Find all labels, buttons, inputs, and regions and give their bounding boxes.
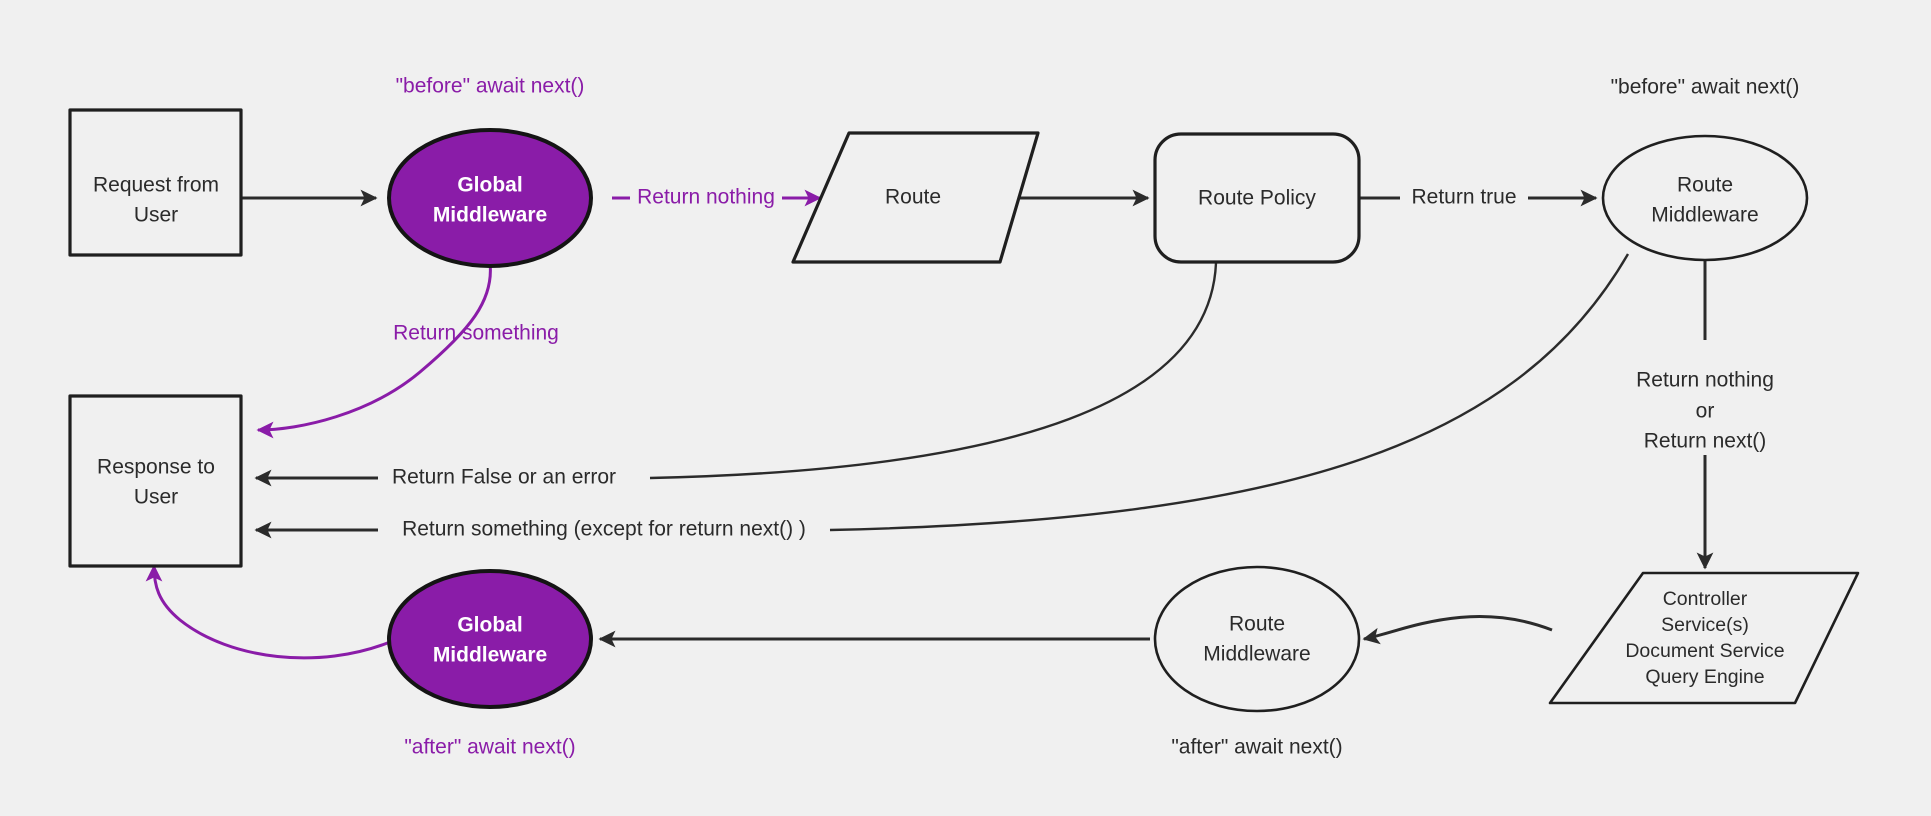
node-controller-stack[interactable]: Controller Service(s) Document Service Q… [1548,571,1860,705]
edge-label-return-false-or-error: Return False or an error [392,466,616,489]
edge-label-return-something-except: Return something (except for return next… [402,518,806,541]
edge-route-middleware-to-response-curve [829,253,1630,532]
global-middleware-bottom-label-line1: Global [457,614,522,637]
controller-stack-shape [1548,571,1860,705]
request-from-user-label-line1: Request from [93,174,219,197]
route-shape [791,131,1040,264]
route-middleware-top-label-line1: Route [1677,174,1733,197]
route-policy-label: Route Policy [1198,187,1316,210]
edge-label-return-something: Return something [393,322,559,345]
global-middleware-bottom-shape [387,569,593,709]
edge-global-middleware-bottom-to-response [145,564,391,660]
edge-controller-to-route-middleware-bottom [1362,615,1553,645]
route-label: Route [885,186,941,209]
request-from-user-shape [68,108,243,257]
node-request-from-user[interactable]: Request from User [68,108,243,257]
annotation-after-await-next-global: "after" await next() [404,736,575,759]
annotation-after-await-next-route: "after" await next() [1171,736,1342,759]
edge-route-policy-to-response-curve [649,262,1218,480]
route-policy-shape [1153,132,1361,264]
controller-stack-label-line4: Query Engine [1645,666,1764,688]
response-to-user-shape [68,394,243,568]
edge-label-return-nothing: Return nothing [637,186,775,209]
node-route-middleware-bottom[interactable]: Route Middleware [1153,565,1361,713]
annotation-before-await-next-global: "before" await next() [396,75,585,98]
node-route-policy[interactable]: Route Policy [1153,132,1361,264]
global-middleware-bottom-label-line2: Middleware [433,644,547,667]
node-response-to-user[interactable]: Response to User [68,394,243,568]
route-middleware-top-label-line2: Middleware [1651,204,1758,227]
edge-global-middleware-return-something [256,262,492,439]
route-middleware-bottom-shape [1153,565,1361,713]
global-middleware-top-label-line1: Global [457,174,522,197]
edge-label-route-mw-out-line1: Return nothing [1636,369,1774,392]
controller-stack-label-line3: Document Service [1625,640,1784,662]
request-from-user-label-line2: User [134,204,178,227]
controller-stack-label-line1: Controller [1663,588,1748,610]
route-middleware-bottom-label-line2: Middleware [1203,643,1310,666]
global-middleware-top-label-line2: Middleware [433,204,547,227]
edge-label-route-mw-out-line3: Return next() [1644,430,1767,453]
node-route[interactable]: Route [791,131,1040,264]
route-middleware-top-shape [1601,134,1809,262]
edge-label-route-mw-out-line2: or [1696,400,1715,423]
controller-stack-label-line2: Service(s) [1661,614,1749,636]
global-middleware-top-shape [387,128,593,268]
node-global-middleware-top[interactable]: Global Middleware [387,128,593,268]
node-global-middleware-bottom[interactable]: Global Middleware [387,569,593,709]
response-to-user-label-line1: Response to [97,456,215,479]
route-middleware-bottom-label-line1: Route [1229,613,1285,636]
response-to-user-label-line2: User [134,486,178,509]
annotation-before-await-next-route: "before" await next() [1611,76,1800,99]
edge-label-return-true: Return true [1411,186,1516,209]
node-route-middleware-top[interactable]: Route Middleware [1601,134,1809,262]
